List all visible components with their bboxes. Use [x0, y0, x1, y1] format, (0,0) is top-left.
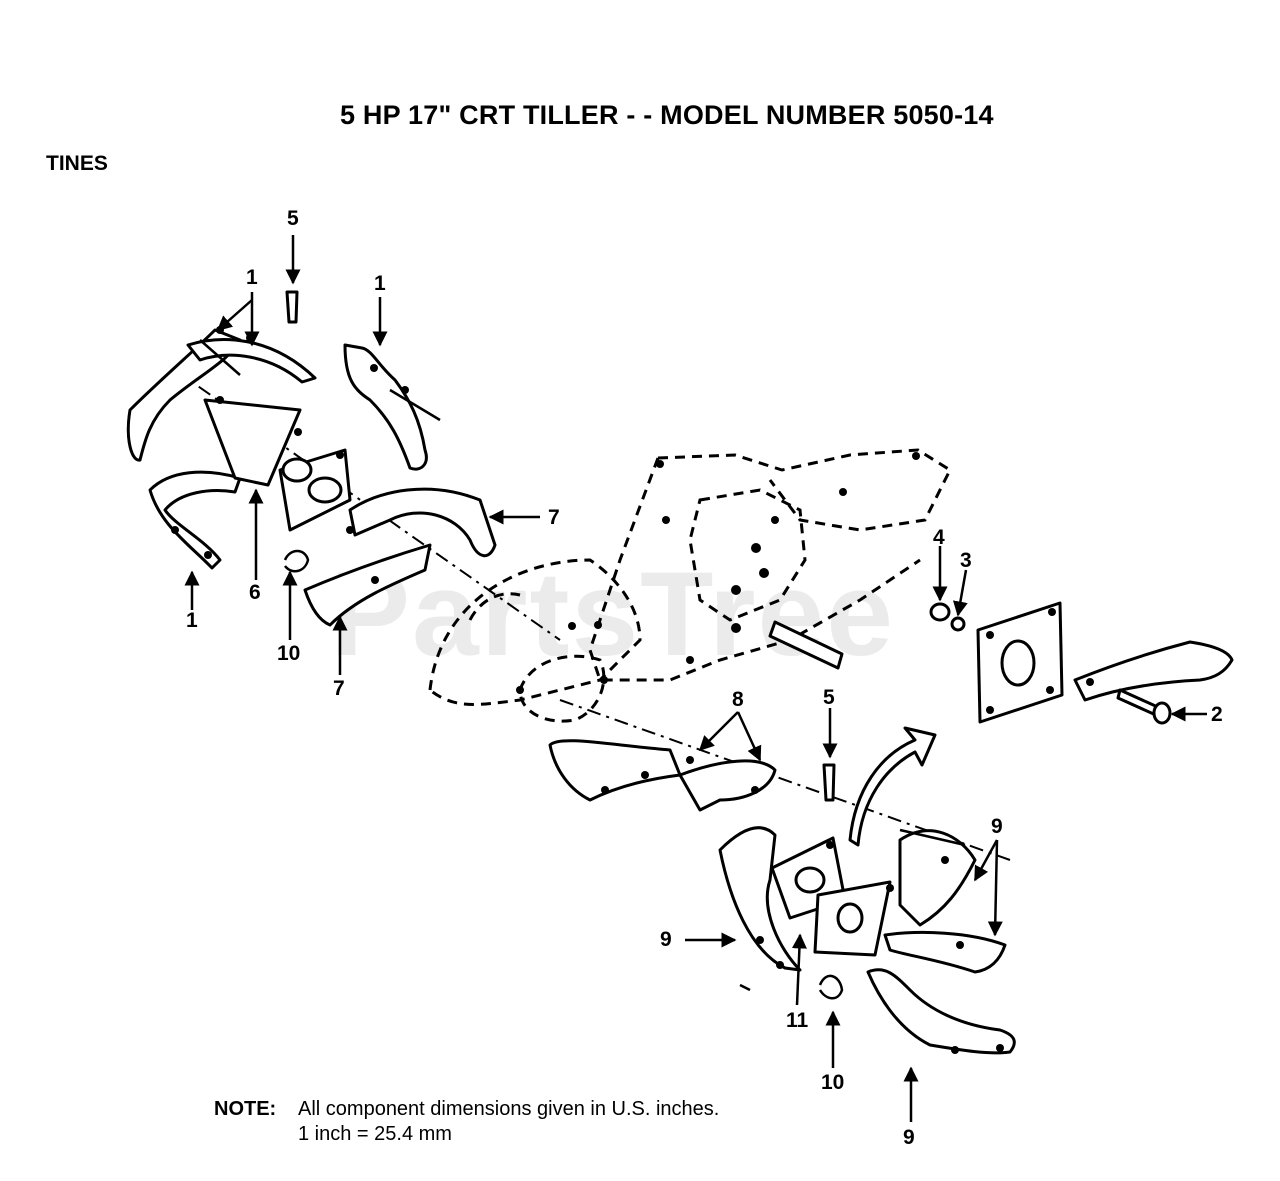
left-tine-assembly	[126, 290, 497, 627]
callout-4: 4	[933, 526, 945, 549]
callout-2: 2	[1211, 703, 1223, 726]
callout-10-left: 10	[277, 642, 301, 665]
dimension-note: NOTE: All component dimensions given in U…	[214, 1097, 719, 1147]
callout-9-right: 9	[991, 815, 1003, 838]
callout-1-upper-right: 1	[374, 272, 386, 295]
callout-7-right: 7	[548, 506, 560, 529]
section-label: TINES	[46, 152, 108, 175]
callout-9-left: 9	[660, 928, 672, 951]
note-label: NOTE:	[214, 1098, 277, 1120]
page-title: 5 HP 17" CRT TILLER - - MODEL NUMBER 505…	[340, 100, 994, 130]
callout-arrows	[184, 235, 1207, 1122]
note-line-1: All component dimensions given in U.S. i…	[298, 1098, 720, 1120]
right-tine-assembly	[548, 726, 1016, 1055]
callout-7-lower: 7	[333, 677, 345, 700]
right-hub-assembly	[929, 601, 1234, 725]
callout-9-bottom: 9	[903, 1126, 915, 1149]
callout-8: 8	[732, 688, 744, 711]
callout-5-top: 5	[287, 207, 299, 230]
callout-11: 11	[786, 1009, 809, 1032]
callout-3: 3	[960, 549, 972, 572]
callout-6: 6	[249, 581, 261, 604]
tiller-housing	[428, 448, 952, 723]
callout-10-lower: 10	[821, 1071, 845, 1094]
callout-1-lower: 1	[186, 609, 198, 632]
callout-5-lower: 5	[823, 686, 835, 709]
callout-1-upper-left: 1	[246, 266, 258, 289]
note-line-2: 1 inch = 25.4 mm	[298, 1123, 452, 1145]
